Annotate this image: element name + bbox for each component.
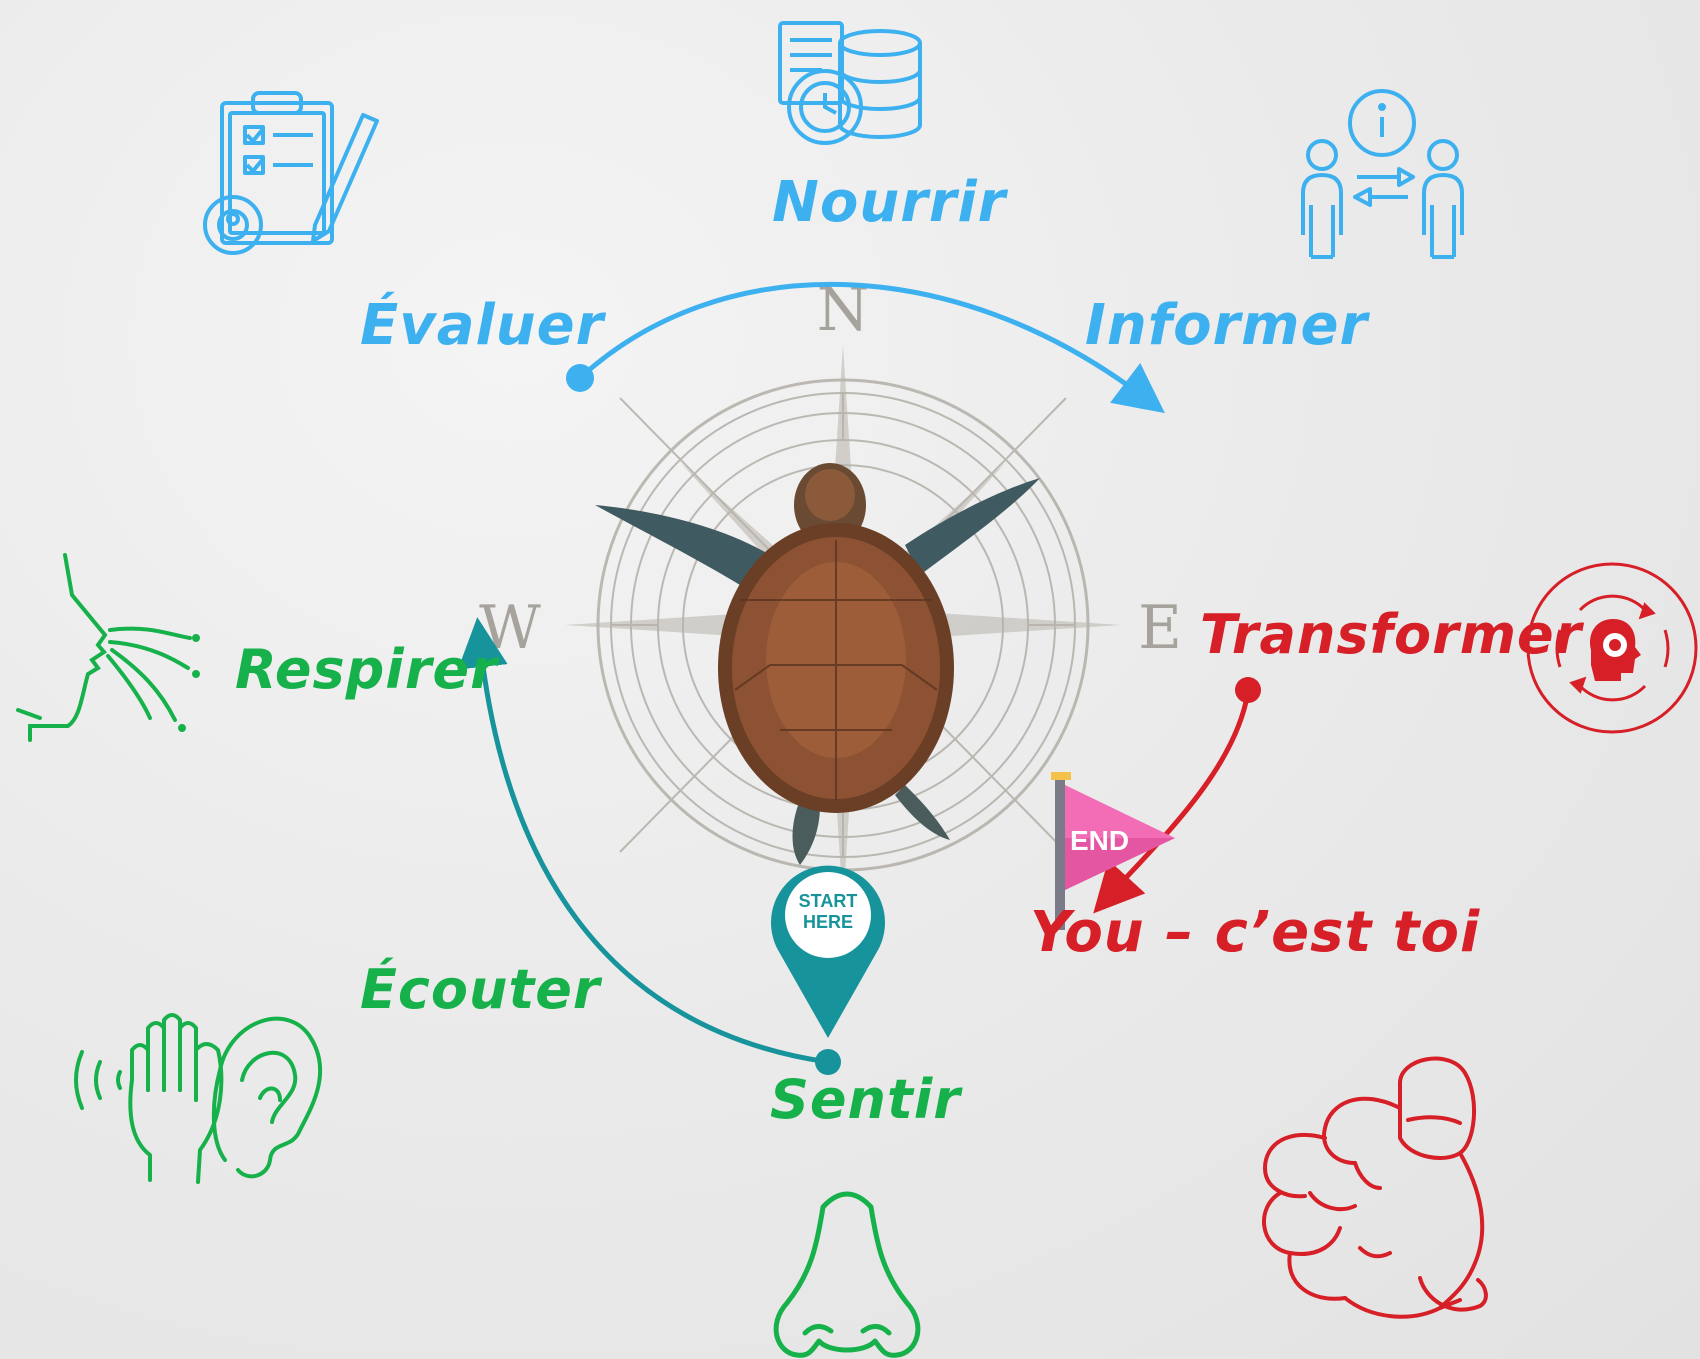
breath-face-icon (10, 550, 205, 750)
ear-listening-icon (60, 990, 330, 1200)
label-you: You – c’est toi (1030, 900, 1480, 965)
label-respirer: Respirer (235, 638, 498, 701)
label-ecouter: Écouter (360, 958, 601, 1021)
nose-icon (765, 1185, 930, 1359)
pointing-hand-icon (1250, 1048, 1540, 1338)
label-evaluer: Évaluer (360, 293, 604, 358)
label-transformer: Transformer (1200, 603, 1582, 666)
document-database-clock-icon (770, 15, 930, 155)
label-informer: Informer (1085, 293, 1368, 358)
checklist-gear-icon (195, 85, 385, 265)
label-sentir: Sentir (770, 1068, 961, 1131)
people-info-exchange-icon (1295, 85, 1470, 265)
label-nourrir: Nourrir (772, 170, 1006, 235)
end-flag-label: END (1070, 825, 1129, 856)
